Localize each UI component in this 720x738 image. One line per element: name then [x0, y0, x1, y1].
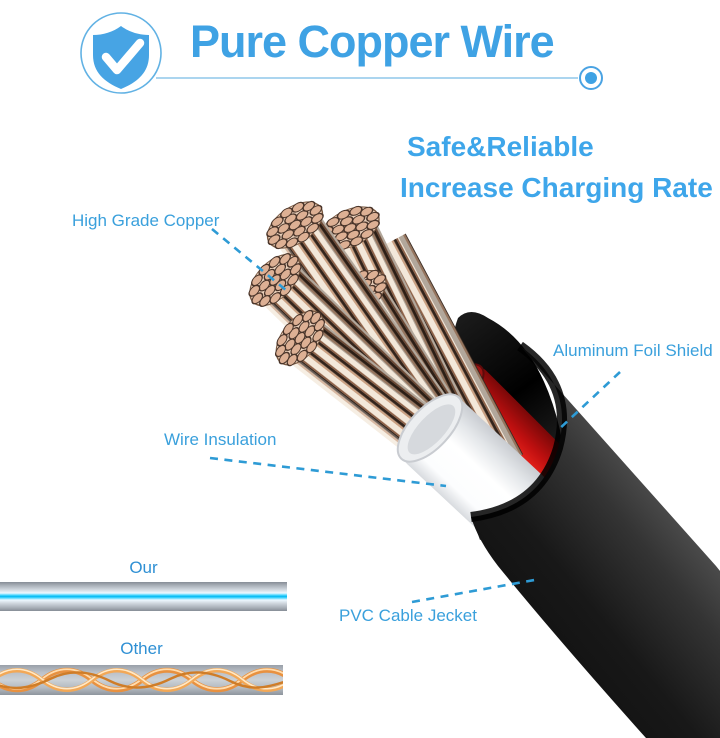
leader-wire-insulation	[209, 456, 447, 488]
leader-pvc-cable-jacket	[411, 577, 541, 604]
callout-high-grade-copper: High Grade Copper	[72, 211, 220, 230]
claim-charging-rate: Increase Charging Rate	[400, 172, 713, 203]
page-title: Pure Copper Wire	[190, 16, 555, 67]
callout-aluminum-foil-shield: Aluminum Foil Shield	[553, 341, 713, 360]
pvc-jacket	[470, 341, 720, 738]
callout-pvc-cable-jacket: PVC Cable Jecket	[339, 606, 477, 625]
other-cable-sample	[0, 665, 283, 695]
other-label: Other	[120, 639, 163, 658]
leader-lines	[209, 227, 621, 604]
underline-end-dot	[579, 66, 603, 90]
shield-check-icon	[93, 26, 149, 89]
our-cable-sample	[0, 582, 287, 611]
tangled-copper-wires	[0, 667, 283, 693]
leader-high-grade-copper	[211, 227, 288, 293]
header-badge-decoration	[80, 12, 603, 94]
stripped-cable-photo	[238, 190, 720, 738]
callout-wire-insulation: Wire Insulation	[164, 430, 277, 449]
our-label: Our	[129, 558, 158, 577]
claim-safe-reliable: Safe&Reliable	[407, 131, 594, 162]
